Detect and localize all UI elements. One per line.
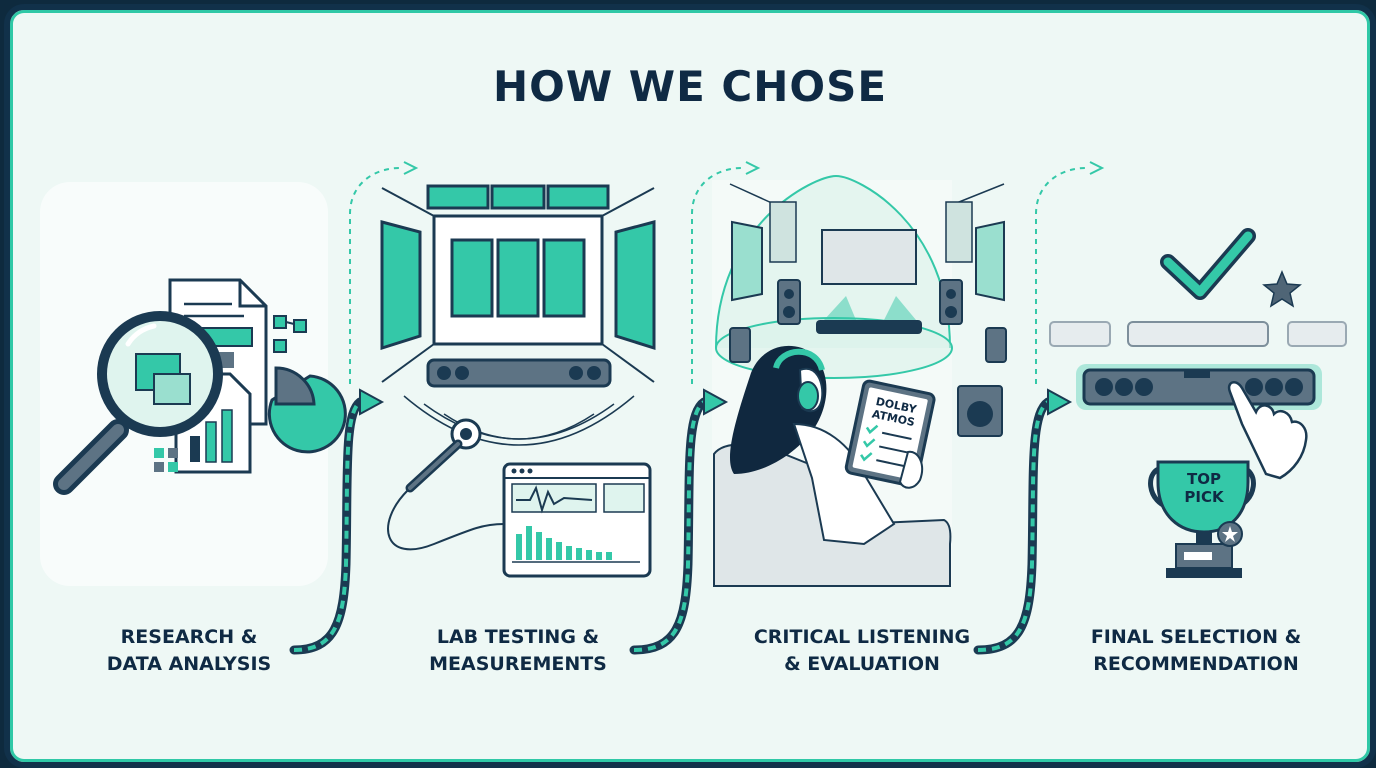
magnifier-documents-icon: [40, 182, 347, 586]
acoustic-lab-icon: [380, 184, 656, 578]
step-label-line: RESEARCH &: [120, 626, 258, 648]
step-label-research: RESEARCH & DATA ANALYSIS: [59, 624, 319, 678]
step-label-line: RECOMMENDATION: [1093, 653, 1299, 675]
trophy-text-line1: TOP: [1187, 470, 1221, 488]
step-label-line: MEASUREMENTS: [429, 653, 607, 675]
connector-arrow-3: [973, 161, 1105, 655]
listening-room-icon: DOLBY ATMOS: [712, 174, 1007, 587]
connector-arrow-2: [629, 161, 761, 655]
step-label-listening: CRITICAL LISTENING & EVALUATION: [732, 624, 992, 678]
step-label-line: & EVALUATION: [784, 653, 940, 675]
step-label-line: DATA ANALYSIS: [106, 653, 272, 675]
illustration-canvas: DOLBY ATMOS: [40, 161, 1347, 655]
trophy-text-line2: PICK: [1184, 488, 1225, 506]
step-label-final-selection: FINAL SELECTION & RECOMMENDATION: [1066, 624, 1326, 678]
step-label-lab-testing: LAB TESTING & MEASUREMENTS: [388, 624, 648, 678]
step-label-line: FINAL SELECTION &: [1090, 626, 1302, 648]
page-title: HOW WE CHOSE: [492, 62, 888, 111]
connector-arrow-1: [289, 161, 419, 655]
trophy-soundbar-icon: TOP PICK: [1049, 228, 1347, 578]
step-label-line: CRITICAL LISTENING: [753, 626, 971, 648]
step-label-line: LAB TESTING &: [436, 626, 600, 648]
infographic-frame: HOW WE CHOSE: [4, 4, 1376, 768]
